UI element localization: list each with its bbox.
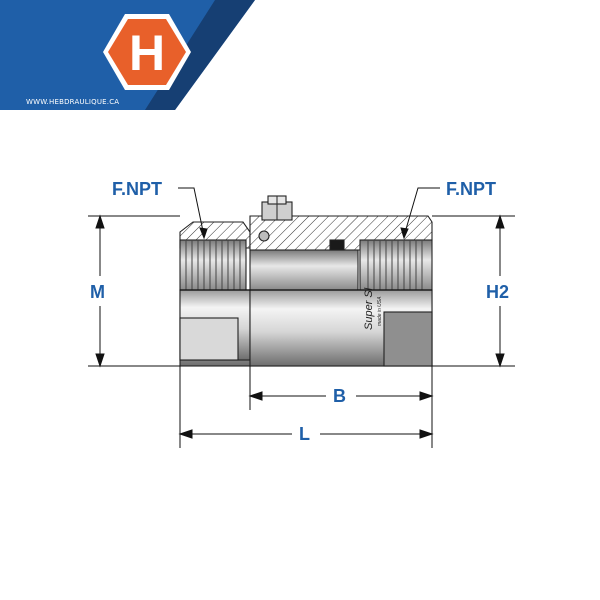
dimension-lines [88, 187, 515, 448]
dimension-labels: F.NPT F.NPT M H2 B L [90, 179, 509, 444]
engraving-brand: Super Sl [363, 287, 375, 330]
left-flat [179, 317, 239, 361]
engraving-origin: made in USA [377, 296, 383, 326]
center-bore [249, 249, 359, 291]
left-threaded-bore [179, 239, 247, 291]
label-m: M [90, 282, 105, 302]
logo-letter: H [129, 25, 165, 81]
website-url: WWW.HEBDRAULIQUE.CA [26, 98, 119, 106]
left-threads [185, 240, 241, 290]
set-screw [258, 195, 345, 251]
logo-hexagon: H [103, 14, 191, 90]
label-l: L [299, 424, 310, 444]
o-ring [329, 239, 345, 251]
right-threaded-bore [359, 239, 433, 291]
body-engraving: Super Sl made in USA [363, 287, 383, 330]
brand-banner: H WWW.HEBDRAULIQUE.CA [0, 0, 255, 110]
label-fnpt-right: F.NPT [446, 179, 496, 199]
hex-flat [383, 311, 433, 367]
label-b: B [333, 386, 346, 406]
label-h2: H2 [486, 282, 509, 302]
fitting-drawing [179, 195, 433, 367]
right-threads [367, 240, 423, 290]
label-fnpt-left: F.NPT [112, 179, 162, 199]
retaining-ball [258, 230, 270, 242]
